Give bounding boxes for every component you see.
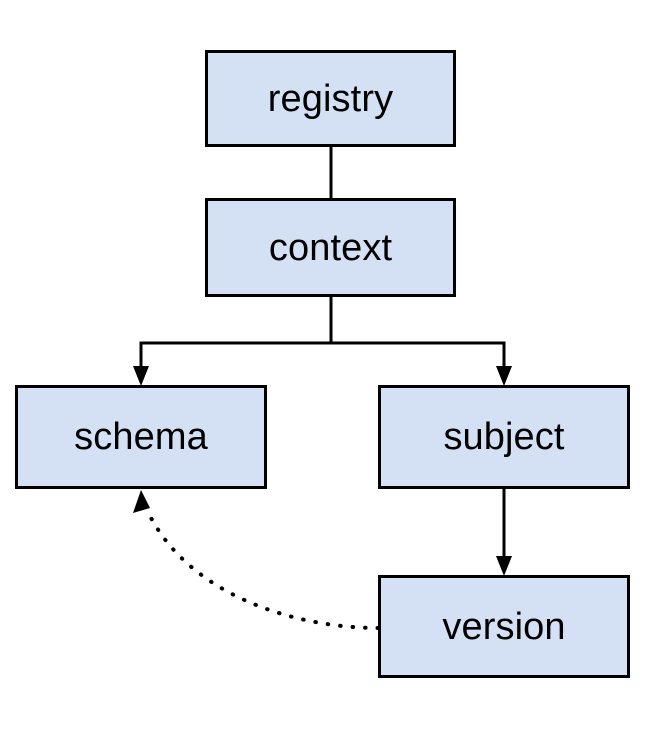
edge-subject-to-version [496,489,512,576]
node-schema[interactable]: schema [15,385,267,489]
node-registry[interactable]: registry [205,50,456,147]
node-subject[interactable]: subject [378,385,630,489]
node-context[interactable]: context [205,198,456,297]
node-version[interactable]: version [378,575,630,678]
node-version-label: version [442,605,566,648]
node-subject-label: subject [443,416,565,458]
edge-version-to-schema [133,490,380,630]
edge-context-to-subject [331,341,512,386]
edge-context-to-schema [133,341,331,386]
node-registry-label: registry [267,77,394,120]
node-context-label: context [268,226,393,269]
node-schema-label: schema [74,416,208,458]
